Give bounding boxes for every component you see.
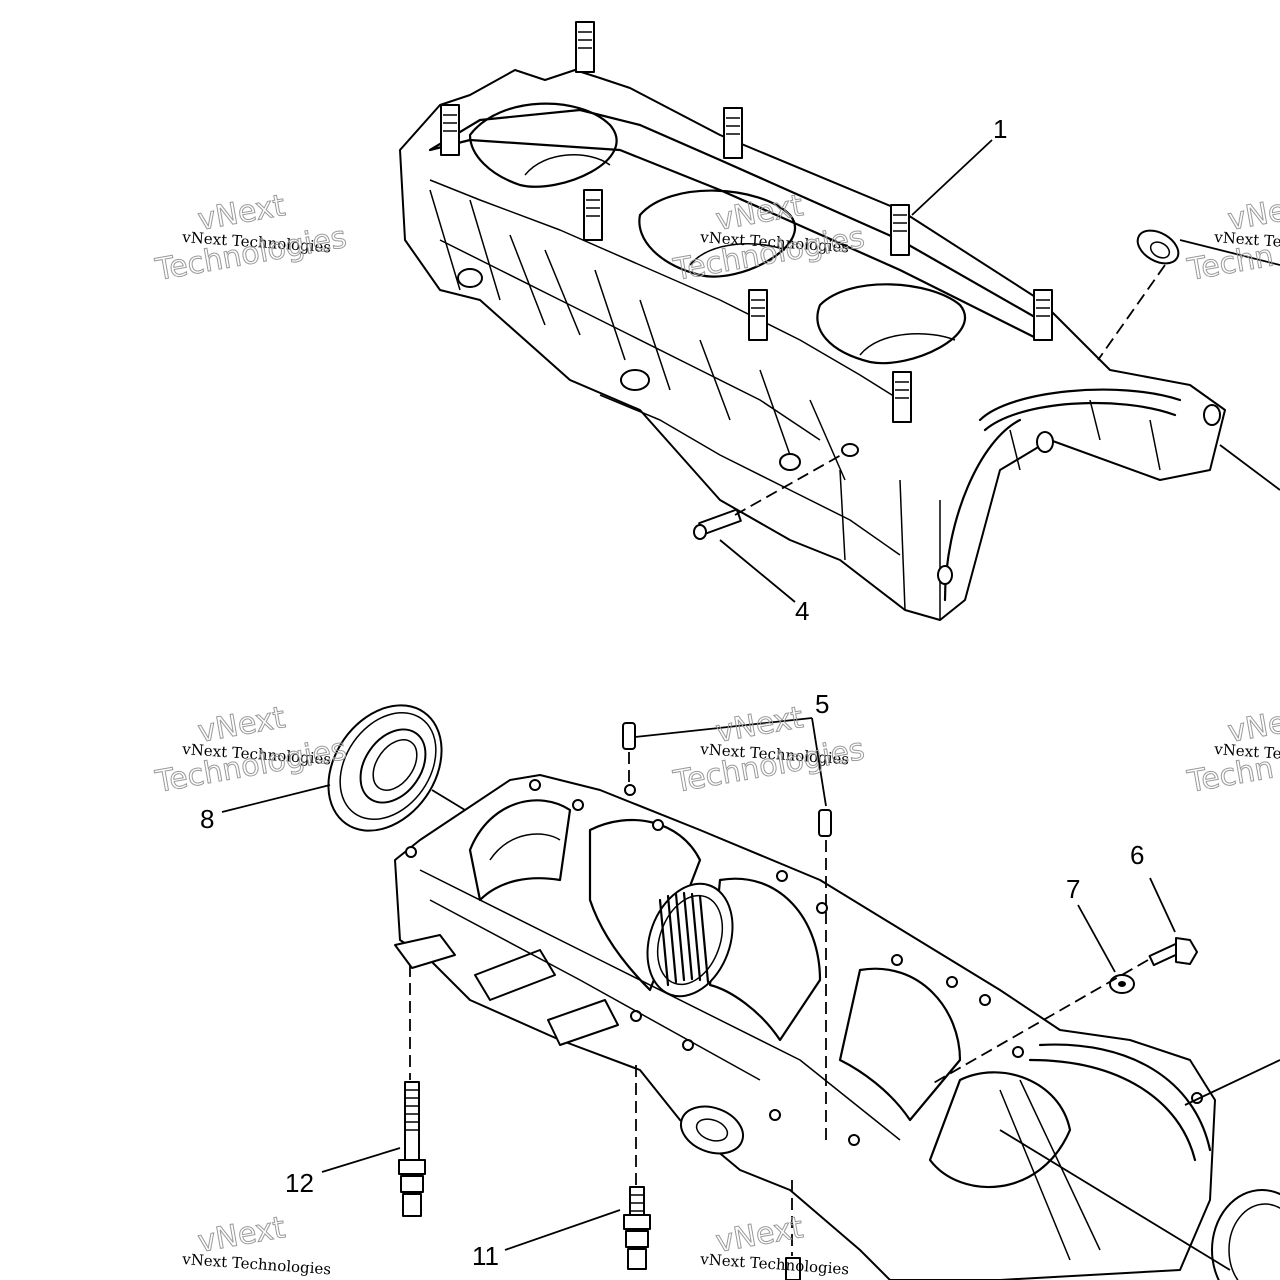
upper-crankcase [399, 21, 1226, 621]
bolt-hole-icon [405, 779, 1203, 1146]
stud-icon [440, 21, 1053, 423]
svg-text:vNext Technologies: vNext Technologies [181, 1250, 332, 1278]
svg-text:Techn: Techn [1184, 238, 1276, 288]
callout-4: 4 [795, 596, 809, 626]
flange-bolt-icon [1148, 937, 1198, 967]
callout-7: 7 [1066, 874, 1080, 904]
assembly-line [1097, 264, 1166, 361]
short-bolt-icon [623, 1186, 651, 1270]
water-outlet-icon [680, 1105, 744, 1155]
washer-icon [1109, 974, 1135, 994]
oil-seal-icon [327, 704, 443, 832]
dowel-pin-icon [622, 722, 832, 837]
callout-5: 5 [815, 689, 829, 719]
callout-1: 1 [993, 114, 1007, 144]
svg-text:vNext Te: vNext Te [1213, 228, 1280, 251]
bolt-icon [785, 1257, 801, 1280]
svg-text:Techn: Techn [1184, 750, 1276, 800]
bearing-ring-icon [646, 882, 734, 998]
bearing-icon [1211, 1189, 1280, 1280]
dowel-pin-icon [693, 508, 742, 540]
assembly-line [734, 449, 851, 516]
long-bolt-icon [398, 1081, 426, 1217]
callout-12: 12 [285, 1168, 314, 1198]
grommet-icon [1136, 229, 1180, 265]
svg-text:vNext Technologies: vNext Technologies [699, 1250, 850, 1278]
callout-6: 6 [1130, 840, 1144, 870]
callout-11: 11 [472, 1241, 499, 1271]
svg-text:vNext Te: vNext Te [1213, 740, 1280, 763]
assembly-line [929, 959, 1149, 1086]
lower-crankcase [394, 774, 1216, 1280]
callout-8: 8 [200, 804, 214, 834]
